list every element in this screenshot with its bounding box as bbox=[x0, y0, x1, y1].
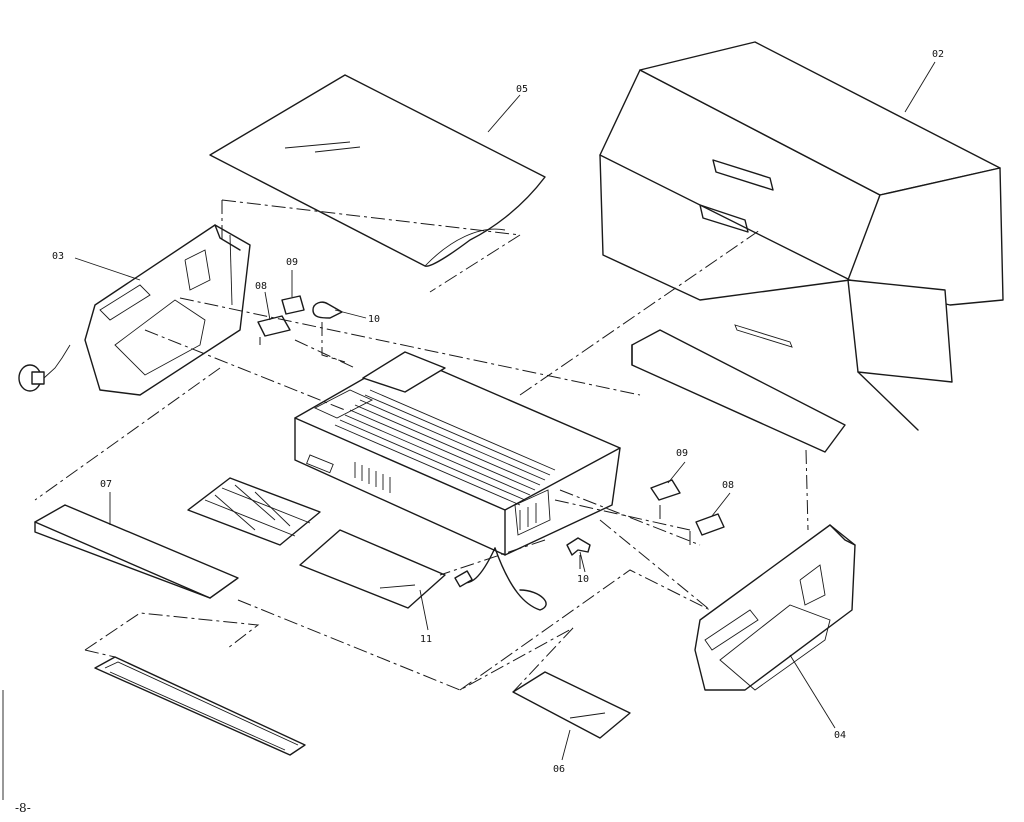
label-03: 03 bbox=[52, 251, 64, 262]
part-06-small-bag bbox=[512, 671, 631, 739]
label-09-right: 09 bbox=[676, 448, 688, 459]
printer-unit bbox=[294, 351, 621, 556]
label-10-right: 10 bbox=[577, 574, 589, 585]
page-number: -8- bbox=[15, 801, 31, 815]
part-09-pad-left bbox=[281, 295, 305, 315]
label-04: 04 bbox=[834, 730, 846, 741]
part-03-foam-end-cap bbox=[84, 224, 251, 396]
label-02: 02 bbox=[932, 49, 944, 60]
label-11: 11 bbox=[420, 634, 432, 645]
part-08-pad-right bbox=[695, 513, 725, 536]
part-09-pad-right bbox=[650, 479, 681, 501]
part-11-bag bbox=[299, 529, 446, 609]
part-08-pad-left bbox=[257, 315, 291, 337]
part-10-clip-left bbox=[312, 301, 343, 319]
foam-block-right bbox=[631, 329, 846, 453]
label-10-left: 10 bbox=[368, 314, 380, 325]
paper-sheets bbox=[187, 477, 321, 546]
power-cord bbox=[454, 547, 547, 611]
dashed-guide-lines bbox=[34, 199, 809, 693]
ribbon-tray bbox=[94, 656, 306, 756]
label-07: 07 bbox=[100, 479, 112, 490]
part-labels: 02 05 03 09 08 10 07 09 08 10 11 04 06 bbox=[52, 49, 944, 775]
part-10-clip-right bbox=[566, 537, 591, 556]
part-04-foam-end-cap bbox=[694, 524, 856, 691]
label-09-left: 09 bbox=[286, 257, 298, 268]
label-08-right: 08 bbox=[722, 480, 734, 491]
part-02-carton-box bbox=[599, 41, 1004, 431]
part-07-foam-bar bbox=[34, 504, 239, 599]
part-05-plastic-bag bbox=[209, 74, 546, 267]
label-05: 05 bbox=[516, 84, 528, 95]
knob bbox=[18, 344, 71, 392]
leader-lines bbox=[74, 61, 936, 761]
label-06: 06 bbox=[553, 764, 565, 775]
label-08-left: 08 bbox=[255, 281, 267, 292]
